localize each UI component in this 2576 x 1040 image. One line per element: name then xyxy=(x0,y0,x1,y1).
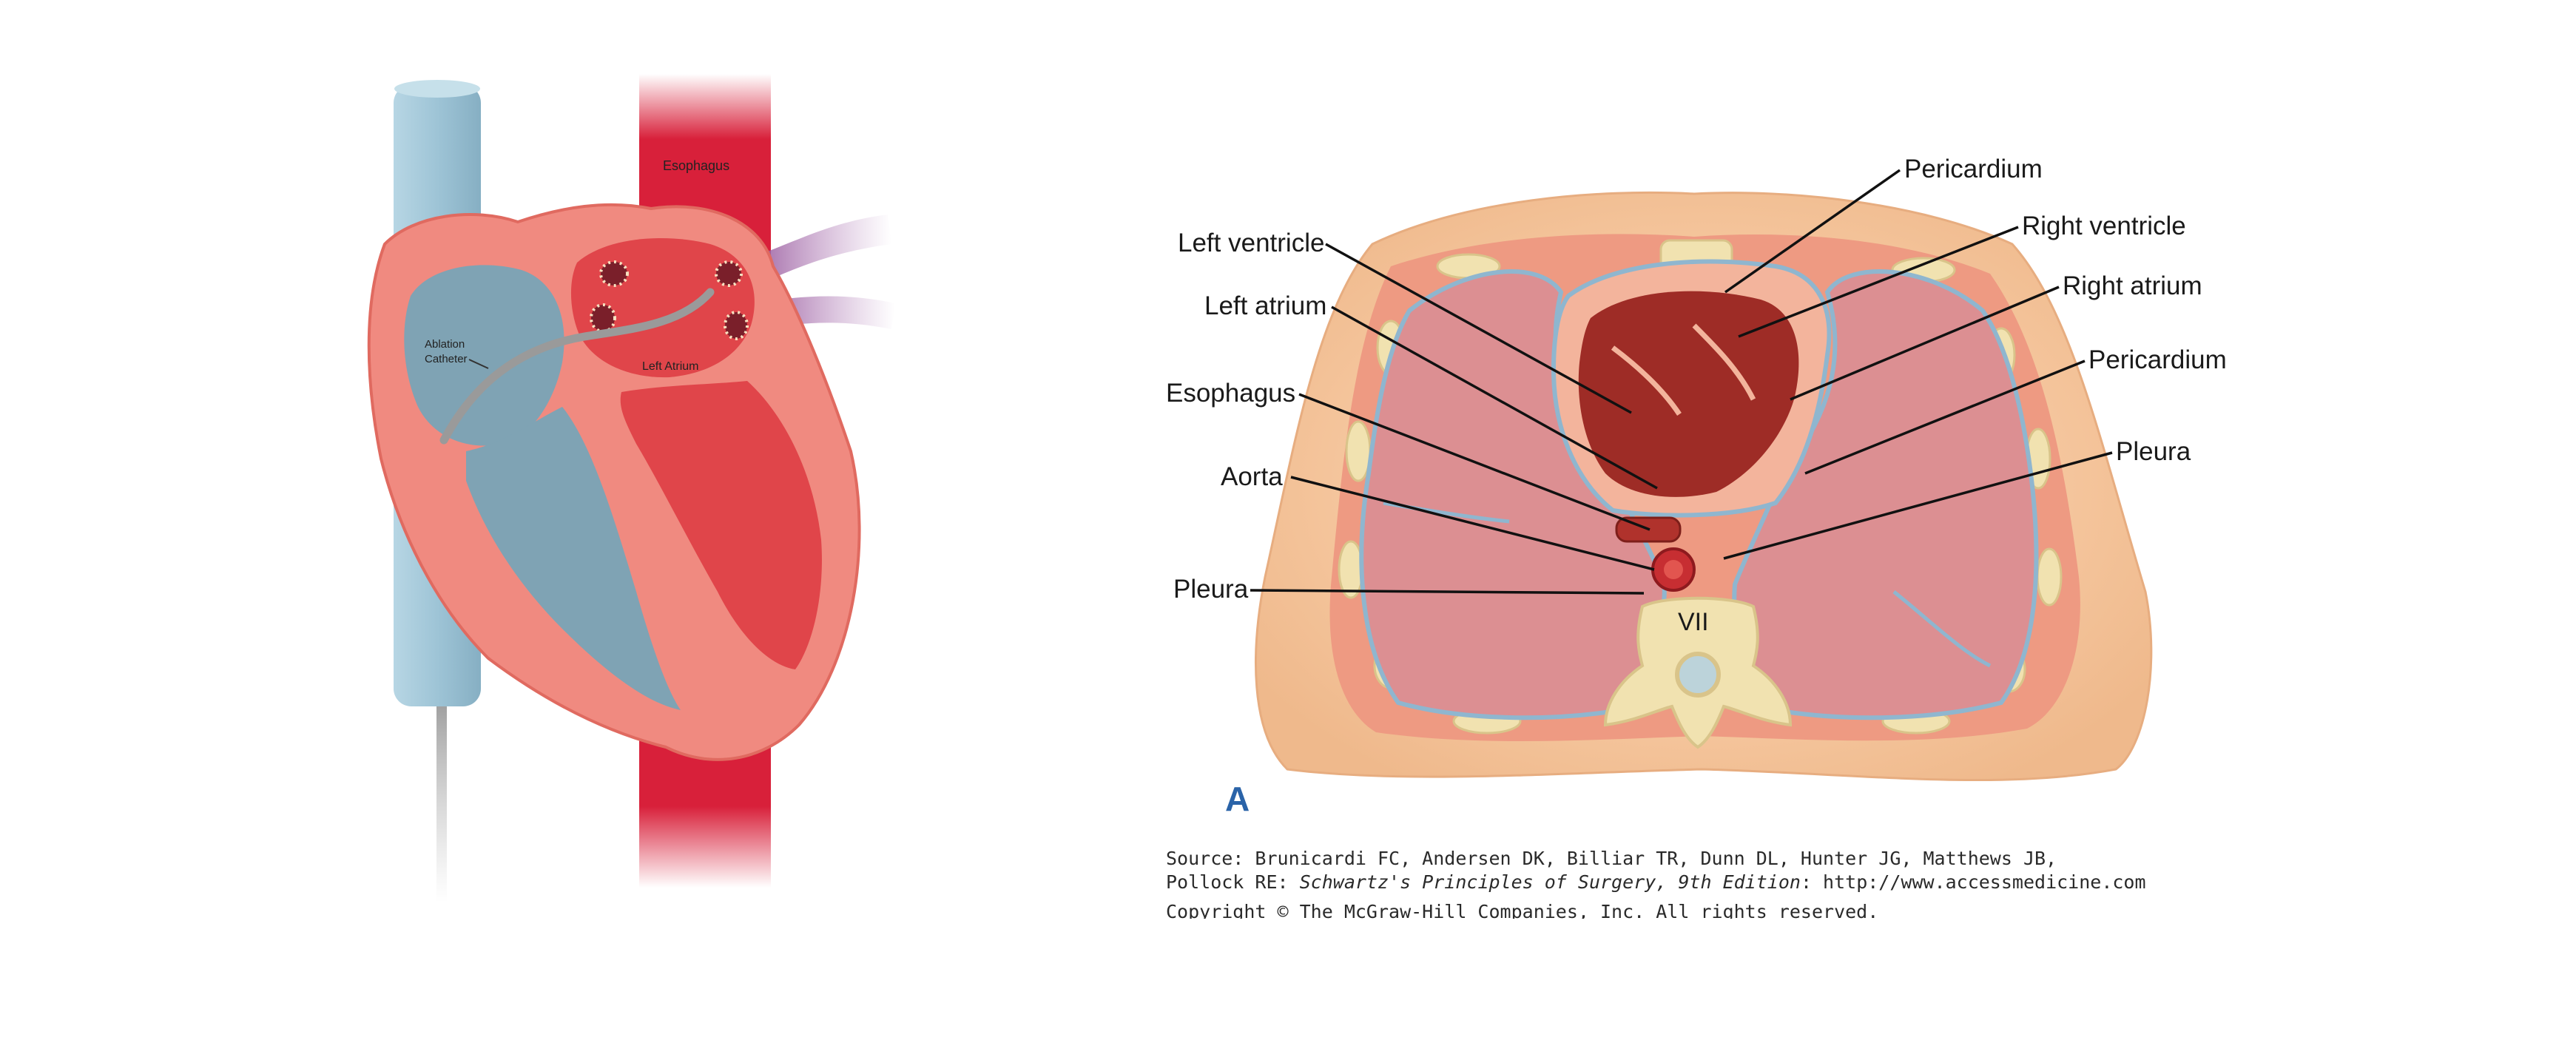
heart-cross-section xyxy=(1578,291,1799,497)
right-atrium xyxy=(404,265,564,446)
ablation-leader-line xyxy=(468,359,489,369)
thoracic-cross-section: VII Pericardium Right ventricle Right at… xyxy=(1166,155,2227,782)
right-fissure xyxy=(1892,590,1992,668)
label-right-ventricle: Right ventricle xyxy=(2022,212,2186,240)
label-pleura-left: Pleura xyxy=(1173,575,1249,604)
label-ablation: Ablation xyxy=(425,338,465,351)
vena-cava-top xyxy=(394,80,480,98)
label-right-atrium: Right atrium xyxy=(2063,271,2202,300)
source-book-title: Schwartz's Principles of Surgery, 9th Ed… xyxy=(1299,871,1801,893)
label-left-atrium: Left atrium xyxy=(1204,291,1326,320)
label-esophagus-cross: Esophagus xyxy=(1166,379,1295,408)
label-left-atrium-heart: Left Atrium xyxy=(642,360,698,373)
label-pericardium-top: Pericardium xyxy=(1904,155,2043,183)
heart-septum xyxy=(1611,323,1756,416)
panel-letter: A xyxy=(1225,780,1250,818)
label-vertebra: VII xyxy=(1678,608,1709,636)
ablation-catheter xyxy=(439,288,715,445)
pulmonary-vein-upper xyxy=(747,215,891,285)
label-catheter: Catheter xyxy=(425,353,468,365)
right-ventricle xyxy=(466,407,681,710)
heart-illustration: Esophagus Ablation Catheter Left Atrium xyxy=(367,74,895,902)
label-aorta: Aorta xyxy=(1221,462,1283,491)
spinal-canal xyxy=(1675,652,1721,698)
source-line-2-prefix: Pollock RE: xyxy=(1166,871,1300,893)
label-esophagus: Esophagus xyxy=(663,158,729,173)
leader-lines xyxy=(1250,169,2113,595)
catheter-shaft xyxy=(436,695,447,902)
aorta-lumen xyxy=(1664,560,1683,579)
source-line-2-url: : http://www.accessmedicine.com xyxy=(1800,871,2146,893)
left-ventricle xyxy=(620,381,822,669)
vein-ostia xyxy=(590,260,749,340)
source-line-2: Pollock RE: Schwartz's Principles of Sur… xyxy=(1166,871,2146,894)
label-left-ventricle: Left ventricle xyxy=(1178,229,1324,257)
copyright-line: Copyright © The McGraw-Hill Companies, I… xyxy=(1166,901,1879,919)
label-pleura-right: Pleura xyxy=(2116,437,2191,466)
label-pericardium-right: Pericardium xyxy=(2088,345,2227,374)
source-line-1: Source: Brunicardi FC, Andersen DK, Bill… xyxy=(1166,848,2057,869)
